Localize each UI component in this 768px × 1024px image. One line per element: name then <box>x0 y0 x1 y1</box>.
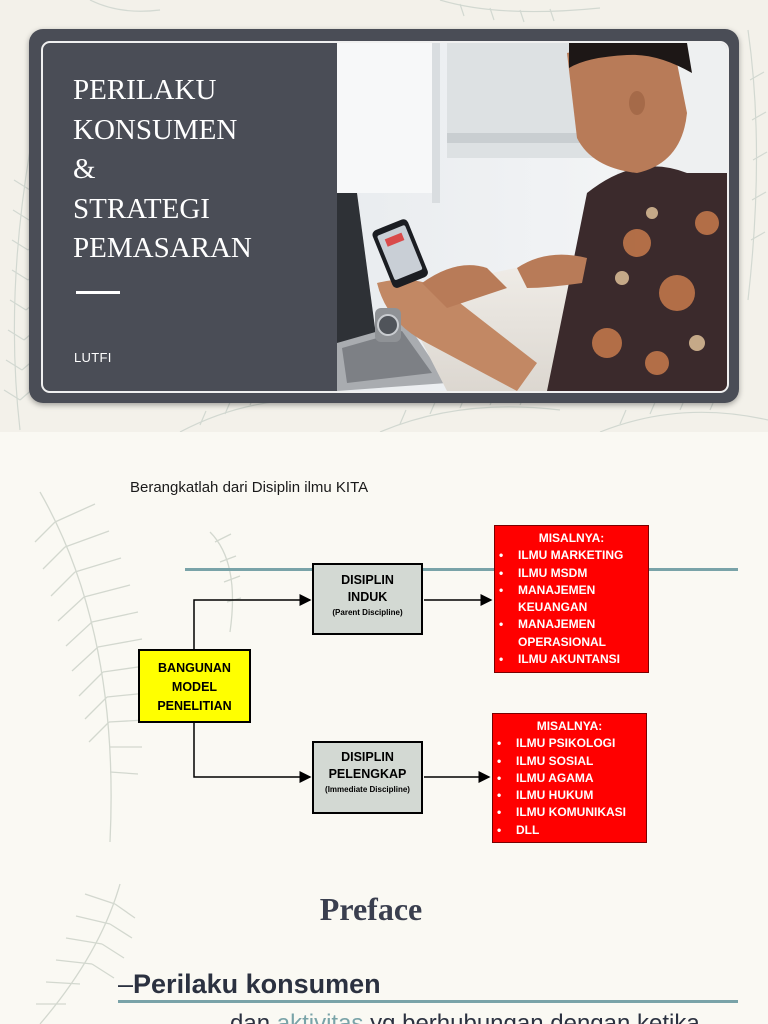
title-divider <box>76 291 120 294</box>
preface-slide: Preface –Perilaku konsumen dan aktivitas… <box>0 864 768 1024</box>
title-line: KONSUMEN <box>73 113 238 146</box>
connector-arrows <box>193 594 493 783</box>
cropped-body-text: dan aktivitas yg berhubungan dengan keti… <box>230 1010 700 1024</box>
complementary-discipline-line: DISIPLIN <box>341 750 394 764</box>
complementary-example-item: ILMU PSIKOLOGI <box>497 735 646 753</box>
title-card-frame: PERILAKU KONSUMEN & STRATEGI PEMASARAN L… <box>41 41 729 393</box>
title-line: PERILAKU <box>73 74 217 106</box>
parent-discipline-box: DISIPLIN INDUK (Parent Discipline) <box>312 563 423 635</box>
parent-examples-box: MISALNYA: ILMU MARKETING ILMU MSDM MANAJ… <box>494 525 649 673</box>
complementary-examples-box: MISALNYA: ILMU PSIKOLOGI ILMU SOSIAL ILM… <box>492 713 647 843</box>
parent-examples-heading: MISALNYA: <box>538 531 605 545</box>
research-model-line: MODEL <box>171 680 218 694</box>
accent-line <box>185 568 738 571</box>
research-model-line: BANGUNAN <box>158 661 231 675</box>
complementary-example-item: ILMU AGAMA <box>497 770 646 788</box>
feather-decoration <box>34 491 242 843</box>
man-with-phone-photo <box>337 43 727 391</box>
parent-discipline-line: DISIPLIN <box>341 573 394 587</box>
parent-example-item: ILMU MSDM <box>499 565 648 583</box>
title-line: STRATEGI <box>73 192 210 225</box>
complementary-examples-heading: MISALNYA: <box>536 719 603 733</box>
intro-text: Berangkatlah dari Disiplin ilmu KITA <box>130 479 369 496</box>
preface-title: Preface <box>319 891 423 927</box>
accent-line <box>118 1000 738 1003</box>
complementary-example-item: ILMU KOMUNIKASI <box>497 804 646 822</box>
bullet-dash: – <box>118 969 134 999</box>
parent-example-item: MANAJEMEN KEUANGAN <box>499 582 648 617</box>
body-text-highlight: aktivitas <box>276 1010 364 1024</box>
complementary-example-item: ILMU SOSIAL <box>497 753 646 771</box>
bullet-label: Perilaku konsumen <box>133 969 381 999</box>
parent-example-item: ILMU AKUNTANSI <box>499 651 648 669</box>
research-model-slide: Berangkatlah dari Disiplin ilmu KITA BAN… <box>0 432 768 864</box>
presentation-title: PERILAKU KONSUMEN & STRATEGI PEMASARAN <box>73 71 333 269</box>
body-text-start: dan <box>230 1010 277 1024</box>
title-slide: PERILAKU KONSUMEN & STRATEGI PEMASARAN L… <box>0 0 768 432</box>
research-model-box: BANGUNAN MODEL PENELITIAN <box>138 649 251 723</box>
title-line: & <box>73 153 96 185</box>
complementary-discipline-line: PELENGKAP <box>328 767 407 781</box>
complementary-discipline-box: DISIPLIN PELENGKAP (Immediate Discipline… <box>312 741 423 814</box>
complementary-examples-list: ILMU PSIKOLOGI ILMU SOSIAL ILMU AGAMA IL… <box>493 735 646 839</box>
parent-example-item: MANAJEMEN OPERASIONAL <box>499 616 648 651</box>
author-name: LUTFI <box>74 350 112 365</box>
parent-examples-list: ILMU MARKETING ILMU MSDM MANAJEMEN KEUAN… <box>495 547 648 668</box>
title-card: PERILAKU KONSUMEN & STRATEGI PEMASARAN L… <box>29 29 739 403</box>
parent-example-item: ILMU MARKETING <box>499 547 648 565</box>
title-line: PEMASARAN <box>73 232 252 264</box>
complementary-example-item: ILMU HUKUM <box>497 787 646 805</box>
complementary-example-item: DLL <box>497 822 646 840</box>
parent-discipline-line: INDUK <box>347 590 388 604</box>
feather-decoration <box>36 883 136 1024</box>
complementary-discipline-subtitle: (Immediate Discipline) <box>325 785 410 794</box>
parent-discipline-subtitle: (Parent Discipline) <box>332 608 403 617</box>
body-text-end: yg berhubungan dengan ketika <box>363 1010 700 1024</box>
bullet-heading: –Perilaku konsumen <box>118 969 381 1000</box>
research-model-line: PENELITIAN <box>157 699 232 713</box>
